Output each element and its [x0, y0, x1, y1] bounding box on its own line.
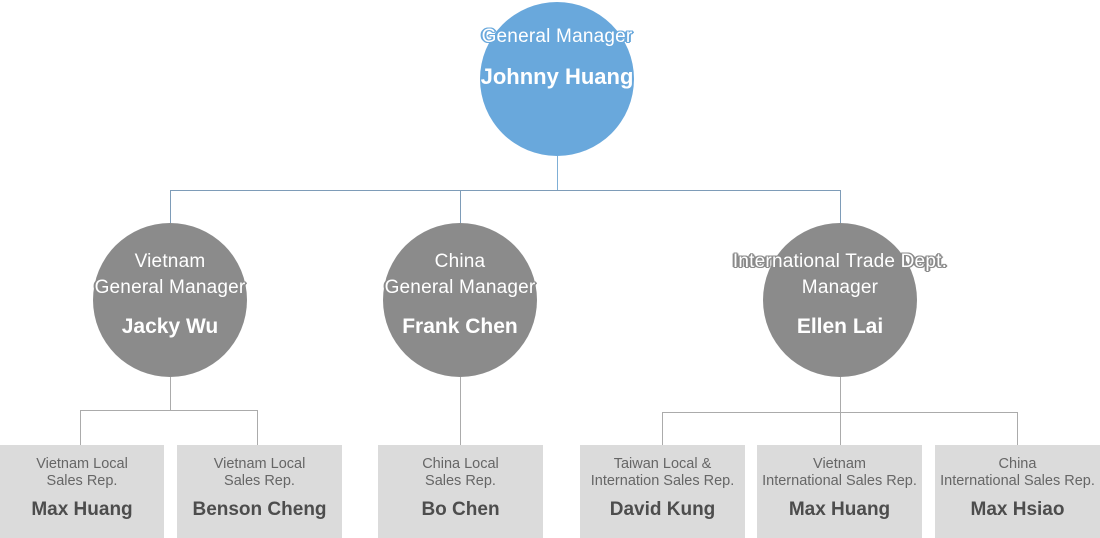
connector-drop-rep-david-kung — [662, 412, 663, 445]
rep-name: David Kung — [609, 499, 716, 520]
node-title: General Manager — [307, 24, 807, 50]
rep-title-line: Sales Rep. — [224, 473, 295, 489]
rep-name: Max Hsiao — [970, 499, 1065, 520]
connector-intl-mgr-vertical — [840, 377, 841, 412]
node-title: China General Manager — [210, 249, 710, 301]
rep-title-line: China Local — [422, 456, 499, 472]
rep-title: China International Sales Rep. — [935, 445, 1100, 490]
node-title-line: General Manager — [94, 277, 246, 298]
connector-level1-horizontal — [170, 190, 841, 191]
rep-title-line: International Sales Rep. — [762, 473, 917, 489]
org-node-general-manager: General Manager Johnny Huang — [480, 2, 634, 156]
node-title-line: General Manager — [384, 277, 536, 298]
rep-title-line: Vietnam Local — [36, 456, 128, 472]
connector-drop-rep-max-huang — [80, 410, 81, 445]
org-node-china-general-manager: China General Manager Frank Chen — [383, 223, 537, 377]
org-node-rep-max-hsiao: China International Sales Rep. Max Hsiao — [935, 445, 1100, 538]
node-title-line: Vietnam — [134, 251, 206, 272]
org-node-rep-bo-chen: China Local Sales Rep. Bo Chen — [378, 445, 543, 538]
connector-vietnam-group-horizontal — [80, 410, 258, 411]
node-name: Frank Chen — [402, 315, 518, 338]
rep-title: Vietnam Local Sales Rep. — [177, 445, 342, 490]
node-name: Johnny Huang — [480, 64, 634, 89]
node-title: International Trade Dept. Manager — [590, 249, 1090, 301]
org-node-rep-benson-cheng: Vietnam Local Sales Rep. Benson Cheng — [177, 445, 342, 538]
connector-drop-vietnam-gm — [170, 190, 171, 223]
connector-vietnam-gm-vertical — [170, 377, 171, 410]
rep-title-line: Sales Rep. — [46, 473, 118, 489]
org-node-international-trade-manager: International Trade Dept. Manager Ellen … — [733, 223, 947, 377]
org-node-vietnam-general-manager: Vietnam General Manager Jacky Wu — [93, 223, 247, 377]
connector-drop-intl-mgr — [840, 190, 841, 223]
connector-root-vertical — [557, 156, 558, 190]
org-node-rep-max-huang-vietnam: Vietnam Local Sales Rep. Max Huang — [0, 445, 164, 538]
node-title-line: China — [434, 251, 486, 272]
rep-title-line: Vietnam — [813, 456, 866, 472]
rep-name: Max Huang — [788, 499, 891, 520]
rep-title-line: Internation Sales Rep. — [590, 473, 735, 489]
connector-drop-rep-max-huang-intl — [840, 412, 841, 445]
rep-title: Vietnam International Sales Rep. — [757, 445, 922, 490]
rep-title-line: Vietnam Local — [213, 456, 306, 472]
org-node-rep-max-huang-intl: Vietnam International Sales Rep. Max Hua… — [757, 445, 922, 538]
rep-title-line: China — [998, 456, 1037, 472]
connector-drop-rep-benson-cheng — [257, 410, 258, 445]
rep-title-line: International Sales Rep. — [940, 473, 1095, 489]
org-node-rep-david-kung: Taiwan Local & Internation Sales Rep. Da… — [580, 445, 745, 538]
rep-name: Max Huang — [31, 499, 133, 520]
connector-drop-china-gm — [460, 190, 461, 223]
connector-drop-rep-max-hsiao — [1017, 412, 1018, 445]
rep-title: China Local Sales Rep. — [378, 445, 543, 490]
node-name: Jacky Wu — [121, 315, 219, 338]
rep-name: Benson Cheng — [192, 499, 327, 520]
rep-title: Taiwan Local & Internation Sales Rep. — [580, 445, 745, 490]
rep-title: Vietnam Local Sales Rep. — [0, 445, 164, 490]
node-title-line: General Manager — [481, 26, 633, 47]
rep-name: Bo Chen — [421, 499, 500, 520]
node-title: Vietnam General Manager — [0, 249, 420, 301]
node-title-line: International Trade Dept. — [732, 251, 948, 272]
connector-china-gm-vertical — [460, 377, 461, 445]
node-name: Ellen Lai — [796, 315, 884, 338]
rep-title-line: Sales Rep. — [425, 473, 496, 489]
node-title-line: Manager — [801, 277, 879, 298]
rep-title-line: Taiwan Local & — [613, 456, 712, 472]
